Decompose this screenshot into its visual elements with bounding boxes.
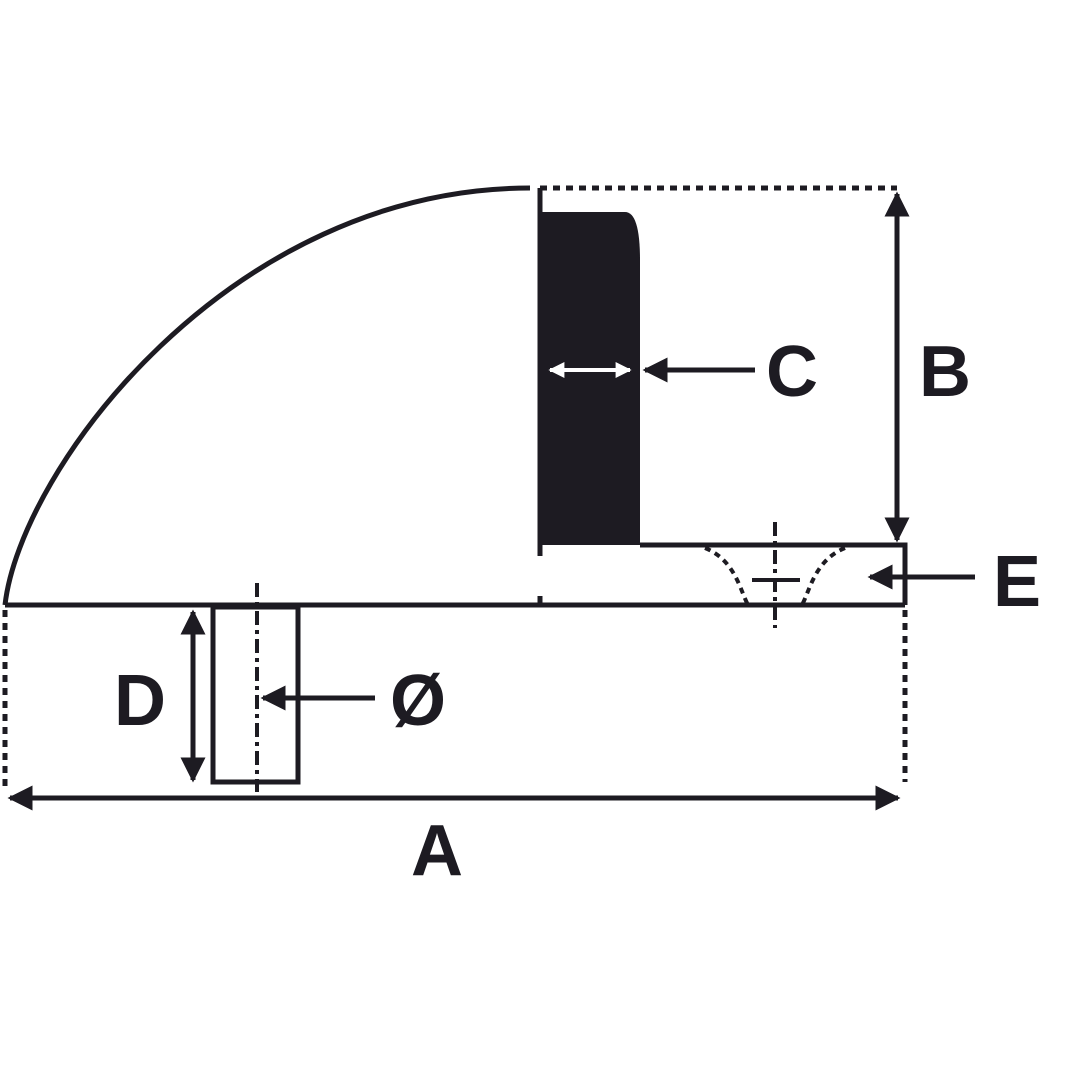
label-b: B: [919, 332, 971, 412]
label-d: D: [114, 661, 166, 741]
base-plate: [640, 542, 908, 605]
countersink-hole: [704, 546, 846, 606]
rubber-bumper: [540, 212, 640, 545]
label-diameter: Ø: [390, 661, 446, 741]
label-c: C: [766, 332, 818, 412]
label-e: E: [993, 542, 1041, 622]
label-a: A: [411, 811, 463, 891]
body-curve: [2, 185, 531, 606]
